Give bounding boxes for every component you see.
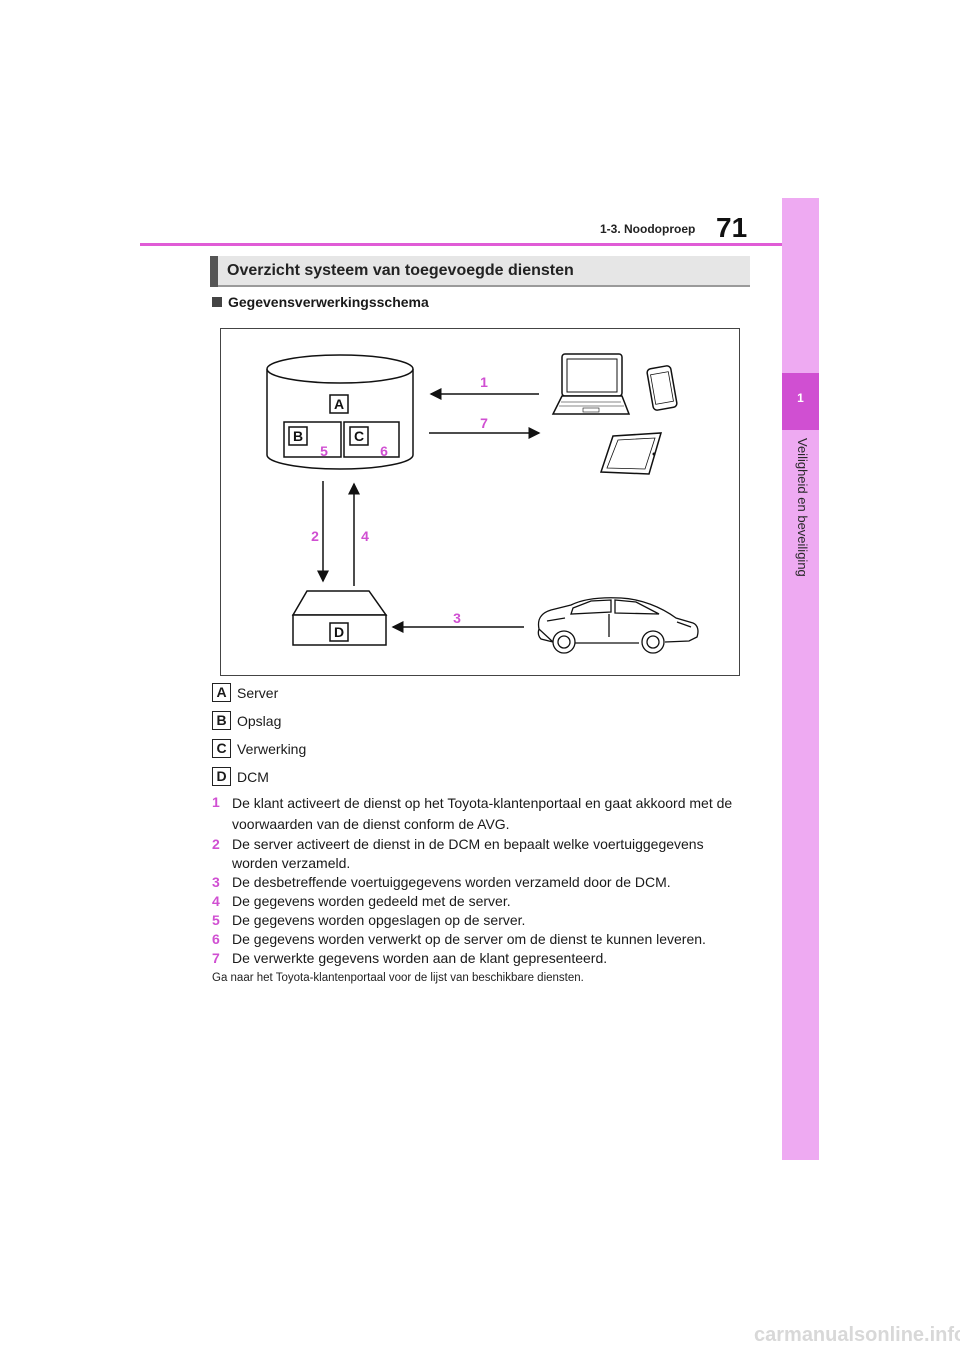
- step-number: 7: [212, 950, 220, 966]
- server-label: A: [334, 396, 344, 412]
- step-marker-5: 5: [320, 443, 328, 459]
- step-number: 1: [212, 794, 220, 810]
- section-title-accent: [210, 256, 218, 287]
- step-text: De gegevens worden opgeslagen op de serv…: [232, 912, 526, 928]
- header-rule: [140, 243, 782, 246]
- step-marker-3: 3: [453, 610, 461, 626]
- legend-key-b: B: [212, 711, 231, 730]
- step-item-6: 6 De gegevens worden verwerkt op de serv…: [212, 930, 742, 949]
- step-item-5: 5 De gegevens worden opgeslagen op de se…: [212, 911, 742, 930]
- section-title-bar: [210, 256, 750, 287]
- step-marker-6: 6: [380, 443, 388, 459]
- legend-label-a: Server: [237, 684, 279, 701]
- step-marker-7: 7: [480, 415, 488, 431]
- square-bullet-icon: [212, 297, 222, 307]
- legend-item-c: C Verwerking: [212, 739, 306, 759]
- step-text: De gegevens worden verwerkt op de server…: [232, 931, 706, 947]
- smartphone-icon: [646, 365, 678, 411]
- step-number: 5: [212, 912, 220, 928]
- sub-heading: Gegevensverwerkingsschema: [228, 294, 429, 310]
- storage-label: B: [293, 428, 303, 444]
- step-text: De verwerkte gegevens worden aan de klan…: [232, 950, 608, 966]
- step-item-2: 2 De server activeert de dienst in de DC…: [212, 835, 742, 873]
- chapter-side-tab-active: [782, 373, 819, 430]
- step-item-7: 7 De verwerkte gegevens worden aan de kl…: [212, 949, 742, 968]
- step-item-1: 1 De klant activeert de dienst op het To…: [212, 793, 742, 833]
- footnote: Ga naar het Toyota-klantenportaal voor d…: [212, 972, 584, 984]
- section-title: Overzicht systeem van toegevoegde dienst…: [227, 262, 574, 279]
- processing-label: C: [354, 428, 364, 444]
- legend-label-d: DCM: [237, 768, 269, 785]
- dcm-label-box: [329, 622, 349, 642]
- legend-key-d: D: [212, 767, 231, 786]
- chapter-label: Veiligheid en beveiliging: [795, 438, 810, 577]
- legend-item-a: A Server: [212, 683, 278, 703]
- legend-item-d: D DCM: [212, 767, 269, 787]
- step-item-4: 4 De gegevens worden gedeeld met de serv…: [212, 892, 742, 911]
- step-number: 3: [212, 874, 220, 890]
- legend-key-c: C: [212, 739, 231, 758]
- server-label-box: [329, 394, 349, 414]
- step-text: De klant activeert de dienst op het Toyo…: [232, 795, 733, 832]
- step-number: 6: [212, 931, 220, 947]
- step-text: De server activeert de dienst in de DCM …: [232, 836, 704, 871]
- step-marker-4: 4: [361, 528, 369, 544]
- tablet-icon: [599, 432, 663, 475]
- legend-key-a: A: [212, 683, 231, 702]
- section-label: 1-3. Noodoproep: [600, 222, 696, 236]
- data-flow-diagram: A B 5 C 6 1 7: [220, 328, 740, 676]
- step-number: 2: [212, 836, 220, 852]
- dcm-label: D: [334, 624, 344, 640]
- watermark[interactable]: carmanualsonline.info: [754, 1324, 960, 1346]
- processing-label-box: [349, 426, 369, 446]
- legend-item-b: B Opslag: [212, 711, 281, 731]
- chapter-side-tab[interactable]: [782, 198, 819, 1160]
- step-text: De gegevens worden gedeeld met de server…: [232, 893, 511, 909]
- storage-label-box: [288, 426, 308, 446]
- laptop-icon: [551, 353, 631, 415]
- chapter-number: 1: [797, 391, 804, 405]
- step-item-3: 3 De desbetreffende voertuiggegevens wor…: [212, 873, 742, 892]
- legend-label-c: Verwerking: [237, 740, 307, 757]
- step-number: 4: [212, 893, 220, 909]
- step-text: De desbetreffende voertuiggegevens worde…: [232, 874, 671, 890]
- legend-label-b: Opslag: [237, 712, 282, 729]
- page-number: 71: [716, 212, 748, 243]
- step-marker-1: 1: [480, 374, 488, 390]
- car-icon: [537, 597, 699, 654]
- step-marker-2: 2: [311, 528, 319, 544]
